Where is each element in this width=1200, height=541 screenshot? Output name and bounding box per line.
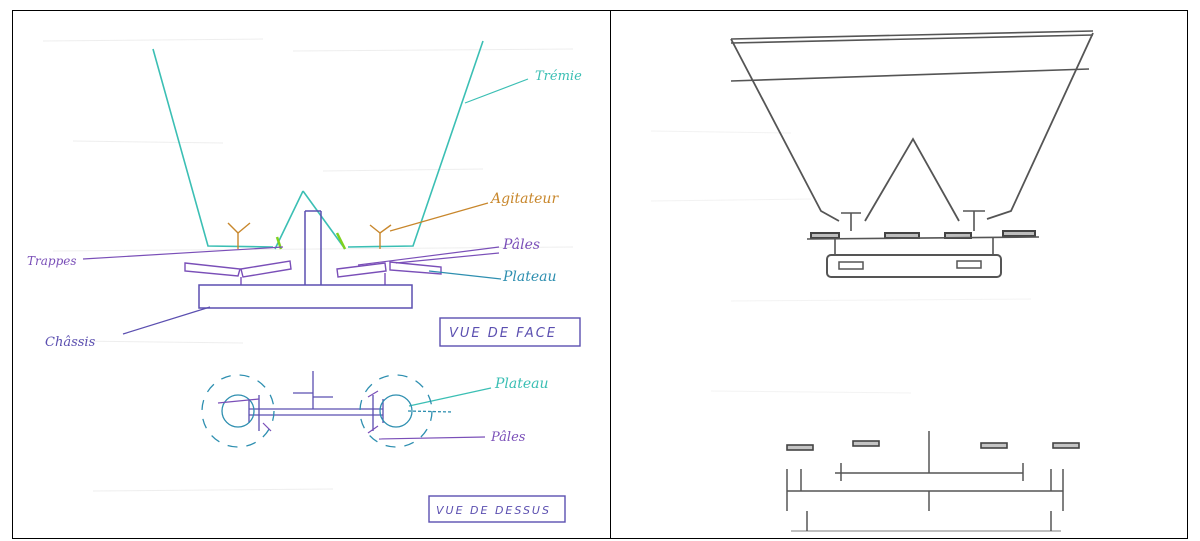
cell-divider [610,10,611,539]
plate-axis [806,236,1040,240]
chassis-bar [826,254,1002,278]
bottom-blades [786,440,1080,451]
pencil-sketch [650,30,1094,532]
label-plateau-bottom: Plateau [494,376,549,392]
label-chassis: Châssis [45,335,96,350]
scan-noise [42,38,574,492]
label-trappes: Trappes [27,254,77,268]
top-view-blades [217,390,379,434]
central-shaft [304,210,322,285]
scan-noise-right [650,130,1032,394]
label-tremie: Trémie [535,69,582,84]
agitator-right [369,224,392,249]
hopper-top-band [730,30,1094,82]
left-sketch-panel: Trémie Agitateur Pâles Trappes Plateau C… [13,11,609,538]
chassis-slot-right [956,260,982,269]
label-vue-de-face: VUE DE FACE [449,326,557,341]
hopper-outline [152,40,484,250]
label-pales-bottom: Pâles [490,430,526,445]
agitator-left [227,222,251,249]
hopper-walls [730,32,1094,222]
vue-de-face-box [439,317,581,347]
gate-supports [841,210,985,231]
bottom-sketch [786,431,1064,532]
chassis-slot-left [838,261,864,270]
label-pales-top: Pâles [502,237,540,253]
table-frame [12,10,1188,539]
vue-de-dessus-box [428,495,566,523]
blades-front [184,260,442,285]
chassis-rect [198,284,413,309]
top-view-plates [201,374,454,448]
leader-lines [82,78,529,440]
top-view-frame [248,371,384,431]
label-vue-de-dessus: VUE DE DESSUS [436,504,551,517]
plate-strips [810,230,1036,239]
label-agitateur: Agitateur [489,191,559,207]
right-sketch-panel [611,11,1187,538]
colored-sketch: Trémie Agitateur Pâles Trappes Plateau C… [27,38,582,523]
label-plateau-top: Plateau [502,269,557,285]
